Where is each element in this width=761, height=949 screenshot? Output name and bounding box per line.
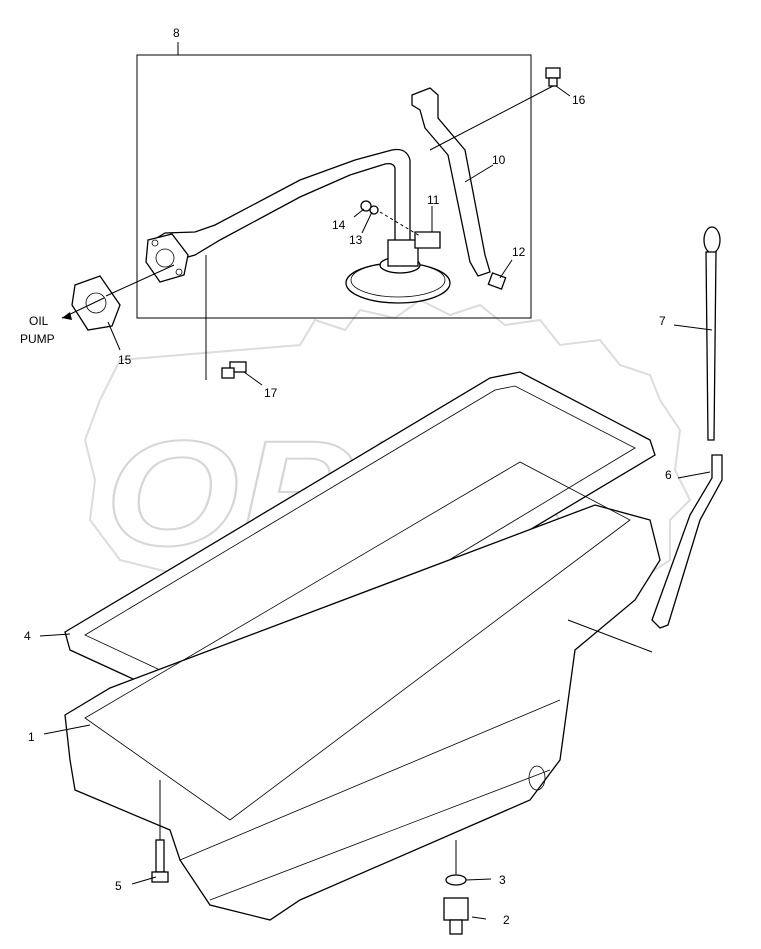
callout-4: 4 xyxy=(24,629,31,643)
o-ring xyxy=(445,874,467,886)
leader-lines xyxy=(39,85,713,920)
oil-pump-label-line1: OIL xyxy=(29,314,49,328)
callout-3: 3 xyxy=(499,873,506,887)
assembly-group-box xyxy=(136,54,532,319)
bolt-17 xyxy=(221,361,247,379)
dipstick xyxy=(703,226,721,441)
callout-15: 15 xyxy=(118,353,132,367)
washer-14 xyxy=(360,200,372,212)
bolt-5 xyxy=(151,839,169,883)
callout-8: 8 xyxy=(173,26,180,40)
gasket-15 xyxy=(71,275,121,331)
oil-pickup-tube xyxy=(145,148,451,304)
callout-11: 11 xyxy=(427,193,440,207)
callout-14: 14 xyxy=(332,218,346,232)
callout-7: 7 xyxy=(659,314,666,328)
callout-12: 12 xyxy=(512,245,526,259)
oil-pan xyxy=(64,461,661,921)
drain-plug xyxy=(443,897,469,935)
support-bracket xyxy=(411,87,491,277)
callout-2: 2 xyxy=(503,913,510,927)
callout-10: 10 xyxy=(492,153,506,167)
callout-5: 5 xyxy=(115,879,122,893)
callout-17: 17 xyxy=(264,386,278,400)
oil-pump-label-line2: PUMP xyxy=(20,332,55,346)
oil-pump-label: OIL PUMP xyxy=(20,314,55,346)
bolt-16 xyxy=(545,67,561,87)
callout-16: 16 xyxy=(572,93,586,107)
callout-1: 1 xyxy=(28,730,35,744)
callouts: 1 2 3 4 5 6 7 8 10 11 12 13 14 15 16 17 xyxy=(24,26,672,927)
oil-pump-arrow xyxy=(62,312,72,320)
dipstick-tube xyxy=(651,454,723,629)
callout-13: 13 xyxy=(349,233,363,247)
bolt-12 xyxy=(487,272,507,290)
callout-6: 6 xyxy=(665,468,672,482)
